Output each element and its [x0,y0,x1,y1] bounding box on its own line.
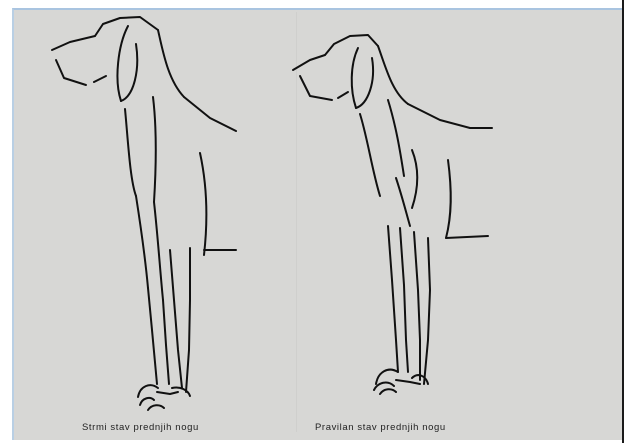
caption-steep-stance: Strmi stav prednjih nogu [82,422,199,433]
page-right-border [622,0,624,443]
caption-correct-stance: Pravilan stav prednjih nogu [315,422,446,433]
dog-correct-front-legs [293,35,492,394]
dog-steep-front-legs [52,17,236,410]
